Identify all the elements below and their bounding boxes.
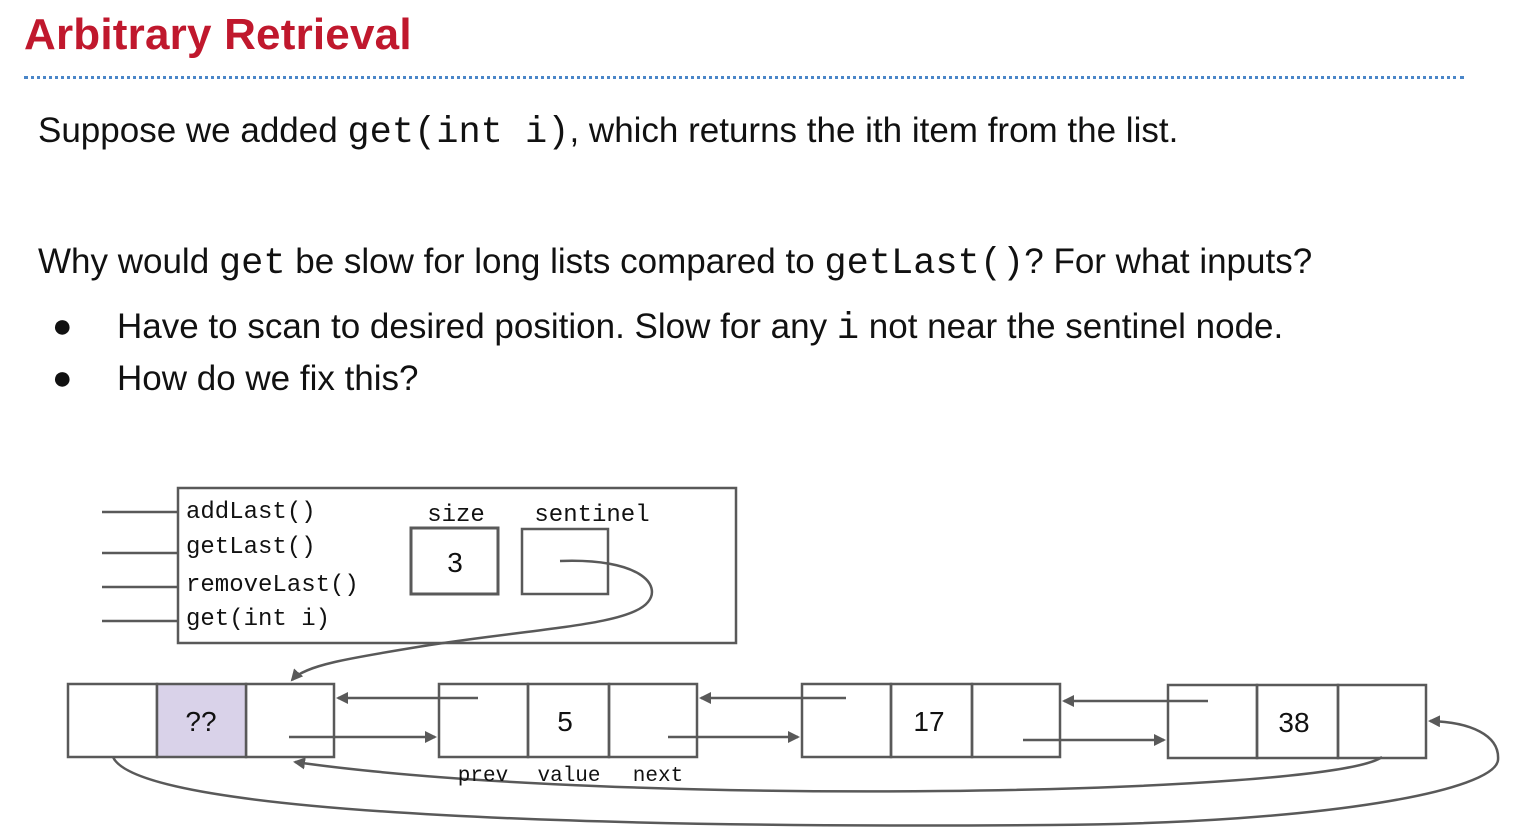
sentinel-value-cell [155, 682, 248, 759]
bullet-text-prefix: Have to scan to desired position. Slow f… [117, 307, 837, 346]
bullet-text-prefix: How do we fix this? [117, 359, 419, 398]
node-value: ?? [185, 706, 216, 737]
size-box [409, 526, 500, 596]
list-object-box [176, 486, 738, 645]
sentinel-prev-pointer-arrow [111, 715, 1500, 827]
question-part3: ? For what inputs? [1024, 242, 1313, 281]
bullet-marker: ● [52, 307, 73, 345]
node-next-cell [1336, 683, 1428, 760]
node-next-cell [244, 682, 336, 759]
node-prev-cell [66, 682, 159, 759]
node-value: 17 [913, 706, 944, 737]
intro-suffix: , which returns the ith item from the li… [569, 111, 1179, 150]
value-field-label: value [537, 765, 600, 788]
node-value: 38 [1278, 707, 1309, 738]
bullet-text-suffix: not near the sentinel node. [859, 307, 1284, 346]
sentinel-pointer-box [520, 527, 610, 596]
sentinel-label: sentinel [534, 502, 649, 529]
node-prev-cell [437, 682, 530, 759]
node-prev-cell [800, 682, 893, 759]
method-label: removeLast() [186, 572, 359, 599]
next-field-label: next [633, 765, 683, 788]
size-value: 3 [447, 547, 463, 578]
bullet-item: Have to scan to desired position. Slow f… [117, 306, 1283, 351]
intro-code: get(int i) [347, 112, 570, 154]
node-next-cell [970, 682, 1062, 759]
node-prev-cell [1166, 683, 1259, 760]
method-label: get(int i) [186, 606, 330, 633]
node-next-cell [607, 682, 699, 759]
question-part2: be slow for long lists compared to [285, 242, 825, 281]
bullet-item: How do we fix this? [117, 358, 419, 400]
title-divider [24, 76, 1464, 79]
last-next-pointer-arrow [293, 755, 1383, 793]
slide-title: Arbitrary Retrieval [24, 10, 412, 59]
bullet-marker: ● [52, 359, 73, 397]
method-label: addLast() [186, 499, 316, 526]
prev-field-label: prev [458, 765, 508, 788]
question-code2: getLast() [824, 243, 1025, 285]
bullet-code: i [836, 308, 860, 350]
intro-line: Suppose we added get(int i), which retur… [38, 110, 1178, 155]
question-part1: Why would [38, 242, 219, 281]
node-value: 5 [557, 706, 573, 737]
sentinel-pointer-arrow [290, 559, 654, 682]
size-label: size [427, 502, 485, 529]
question-code1: get [218, 243, 286, 285]
method-label: getLast() [186, 534, 316, 561]
question-line: Why would get be slow for long lists com… [38, 241, 1312, 286]
intro-prefix: Suppose we added [38, 111, 348, 150]
